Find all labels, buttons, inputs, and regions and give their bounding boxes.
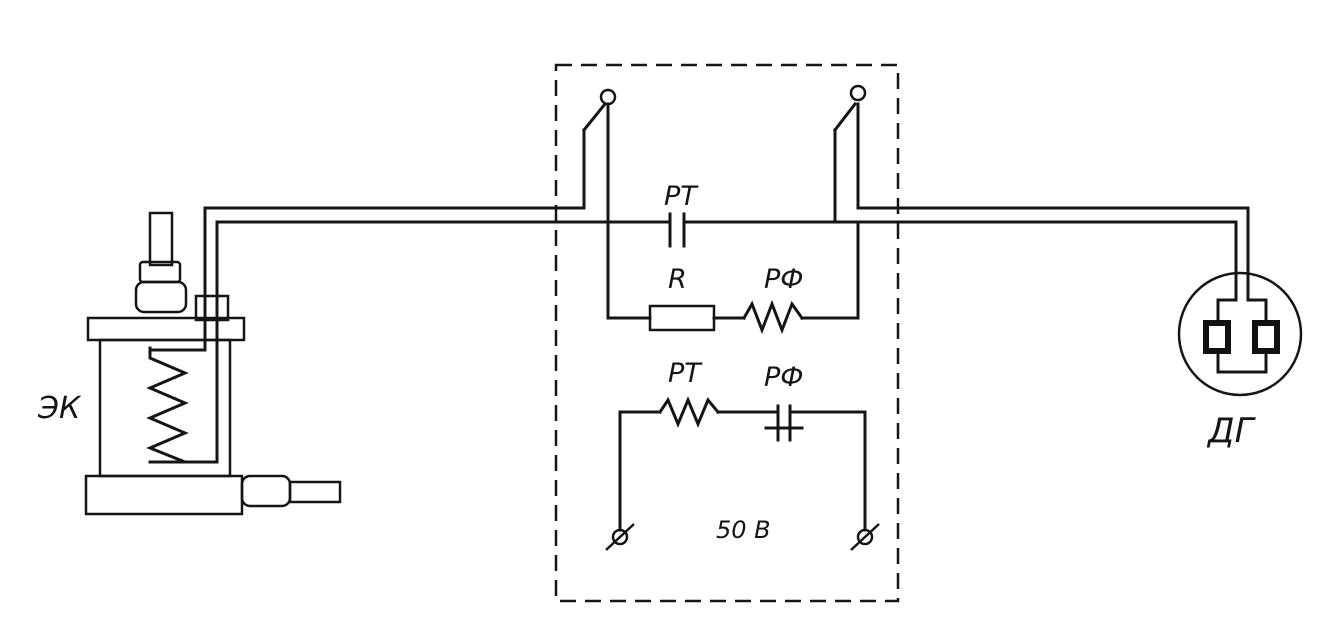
rf-coil-label: РФ <box>764 264 804 295</box>
resistor-label: R <box>668 264 687 295</box>
left-switch-lever <box>581 101 608 133</box>
sensor-frame <box>1216 298 1268 374</box>
lower-circuit-right-lead <box>788 410 867 532</box>
supply-terminal-left-mark <box>605 523 635 551</box>
left-switch-lead <box>606 102 652 320</box>
valve-label: ЭК <box>37 391 82 426</box>
rf-contact-label: РФ <box>764 362 804 393</box>
sensor-housing <box>1177 271 1303 397</box>
lower-circuit-left-lead <box>618 410 662 532</box>
rt-coil-label: РТ <box>668 358 703 389</box>
control-box-boundary <box>554 63 900 603</box>
sensor: ДГ <box>1177 271 1303 451</box>
valve-terminal-block <box>194 294 230 322</box>
wire-sensor-outer <box>856 206 1250 302</box>
valve-gland <box>134 280 188 314</box>
valve-stem <box>148 211 174 267</box>
supply-terminal-left <box>611 528 629 546</box>
wire-valve-outer <box>148 206 586 352</box>
supply-terminal-right <box>856 528 874 546</box>
rt-contact-label: РТ <box>664 181 699 212</box>
valve-outlet-nut <box>240 474 292 508</box>
wire-sensor-inner <box>856 220 1238 302</box>
valve-top-flange <box>86 316 246 342</box>
sensor-element-right-window <box>1258 326 1274 348</box>
sensor-label: ДГ <box>1206 411 1257 451</box>
supply-terminal-right-mark <box>850 523 880 551</box>
sensor-element-left-window <box>1209 326 1225 348</box>
resistor-r <box>648 304 716 332</box>
valve-coil <box>146 346 189 464</box>
wire-coil-to-right-switch <box>800 220 860 320</box>
electric-valve: ЭК <box>37 211 342 516</box>
valve-base <box>84 474 244 516</box>
rt-coil <box>657 396 721 428</box>
left-switch-pivot <box>599 88 617 106</box>
valve-outlet-pipe <box>288 480 342 504</box>
supply-voltage-label: 50 В <box>716 516 771 544</box>
wire-valve-inner <box>183 220 610 464</box>
right-switch-lever <box>832 101 858 133</box>
rf-coil <box>741 299 805 335</box>
right-switch-pivot <box>849 84 867 102</box>
